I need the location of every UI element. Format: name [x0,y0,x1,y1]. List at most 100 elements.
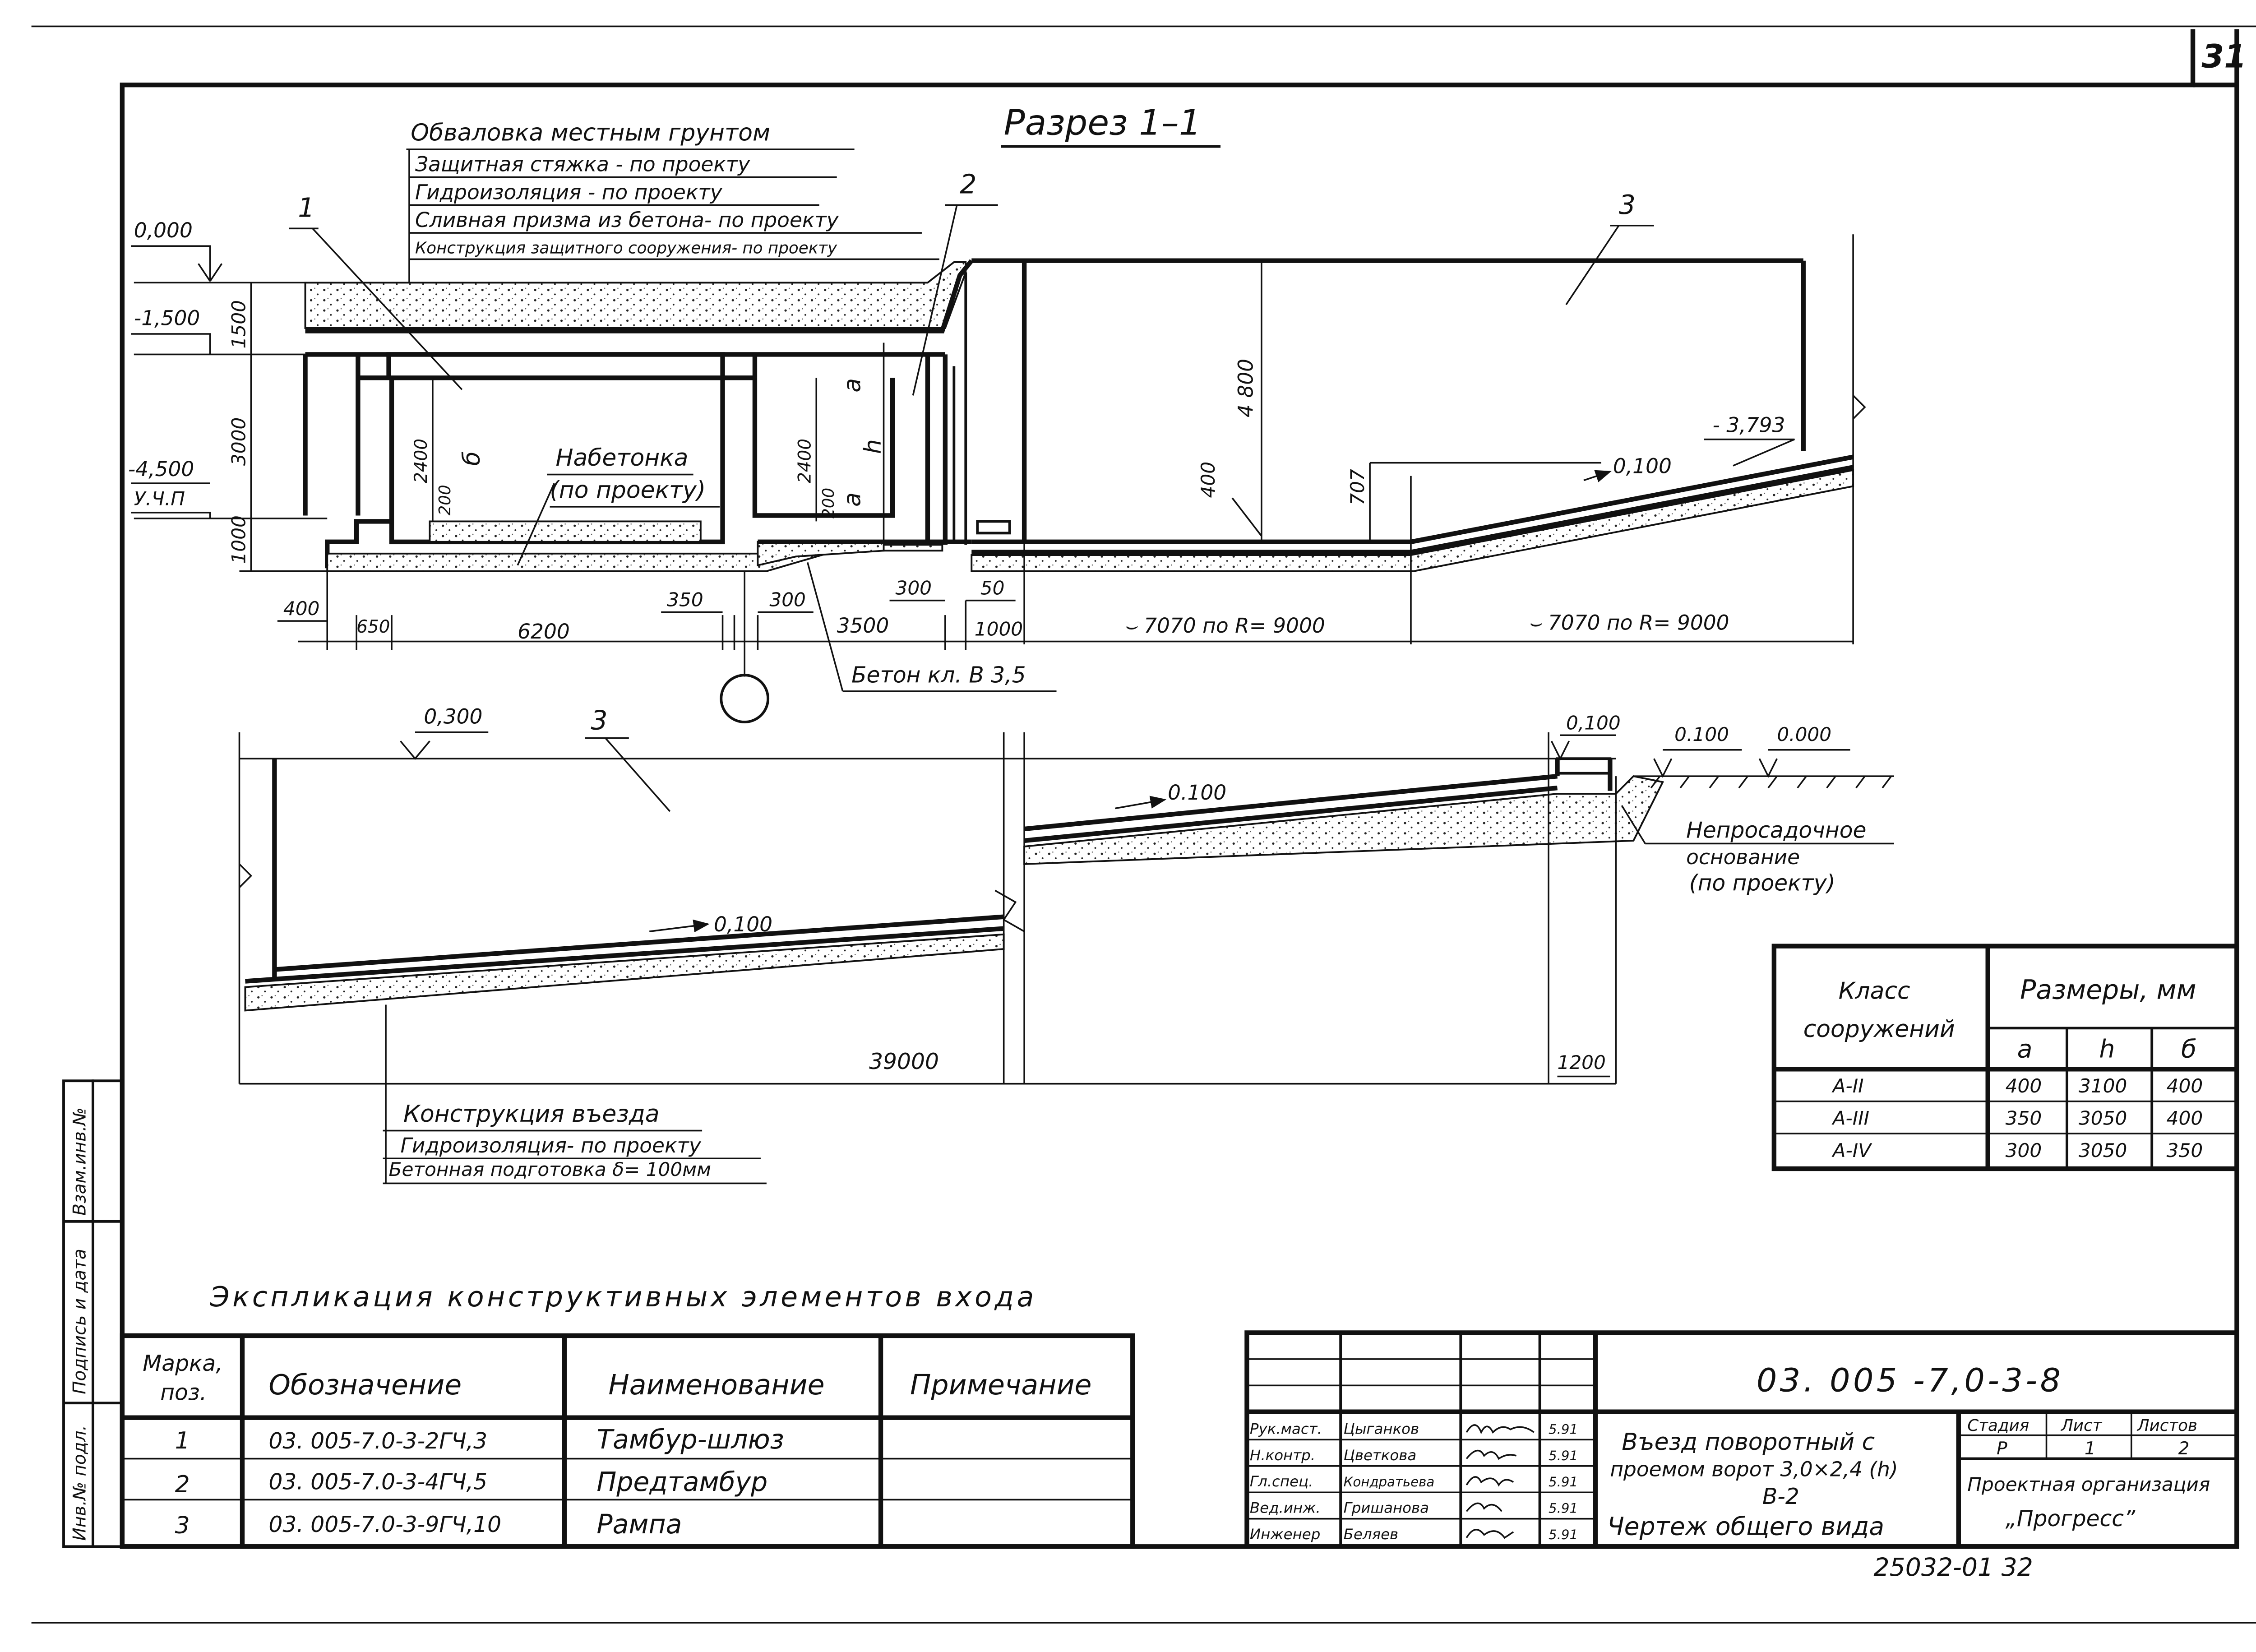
sheets-label: Листов [2136,1416,2197,1435]
exp-head-des: Обозначение [268,1369,462,1401]
layer-3: Сливная призма из бетона- по проекту [415,208,839,232]
dim-arc-2: ⌣ 7070 по R= 9000 [1528,611,1729,635]
entry-item-1: Гидроизоляция- по проекту [401,1134,702,1157]
title-l4: Чертеж общего вида [1607,1512,1884,1541]
signer-role-5: Инженер [1250,1526,1320,1543]
sizes-head: Размеры, мм [2020,974,2196,1005]
class-head-2: сооружений [1803,1016,1955,1043]
stamp-sign: Подпись и дата [70,1249,90,1394]
exp-head-name: Наименование [608,1369,824,1401]
dim-h: h [860,439,887,454]
entry-callout: Конструкция въезда Гидроизоляция- по про… [383,1004,767,1185]
signer-role-4: Вед.инж. [1250,1499,1321,1517]
slope-3: 0,100 [714,912,772,936]
dim-39000: 39000 [869,1049,939,1074]
signer-name-3: Кондратьева [1344,1474,1435,1490]
entry-item-2: Бетонная подготовка δ= 100мм [389,1158,711,1180]
footer-code: 25032-01 32 [1874,1553,2033,1582]
dim-3500: 3500 [837,614,889,638]
title-block: 03. 005 -7,0-3-8 Въезд поворотный с прое… [1244,1330,2239,1549]
exp-mark-2: 2 [175,1471,190,1498]
row-cls-1: А-II [1831,1075,1864,1097]
dim-1200: 1200 [1558,1051,1606,1074]
dim-a-top: а [839,378,866,393]
layer-2: Гидроизоляция - по проекту [415,180,723,204]
entry-title: Конструкция въезда [403,1101,660,1128]
col-b: б [2181,1035,2196,1064]
top-h-dims: 400 650 6200 350 300 3500 300 50 1000 ⌣ … [277,562,1854,692]
nabetonka-2: (по проекту) [550,477,706,504]
dim-2400-a: 2400 [411,439,431,483]
elev-1: -1,500 [134,306,200,330]
dim-350: 350 [667,589,703,611]
doc-code: 03. 005 -7,0-3-8 [1757,1361,2064,1399]
pos-3b: 3 [591,705,607,736]
signer-name-1: Цыганков [1344,1420,1419,1437]
dim-b-label: б [458,451,485,466]
sheet-value: 1 [2085,1439,2096,1459]
stamp-inv: Инв.№ подл. [70,1425,90,1541]
signer-role-1: Рук.маст. [1250,1420,1322,1437]
left-elevations: 0,000 -1,500 -4,500 У.Ч.П 1500 3000 1000 [128,218,328,572]
base-note-1: Непросадочное [1686,818,1866,843]
slope-1: 0,100 [1613,454,1672,478]
row-cls-2: А-III [1831,1107,1869,1129]
dim-2400-b: 2400 [795,439,815,483]
row-a-3: 300 [2006,1139,2042,1161]
exp-des-2: 03. 005-7.0-3-4ГЧ,5 [268,1470,487,1495]
signer-name-2: Цветкова [1344,1447,1417,1464]
class-table: Класс сооружений Размеры, мм а h б А-II … [1771,944,2239,1171]
dim-4800: 4 800 [1234,359,1257,417]
pos-3: 3 [1619,190,1636,220]
exp-head-mark-1: Марка, [143,1351,222,1376]
row-b-3: 350 [2167,1139,2203,1161]
elev-0: 0,000 [134,218,193,242]
dim-707: 707 [1346,469,1368,505]
layer-1: Защитная стяжка - по проекту [415,153,750,176]
exp-mark-1: 1 [175,1427,190,1454]
elev-0100b: 0.100 [1674,723,1729,745]
ramp-section: 39000 1200 [238,732,1894,1085]
stage-value: Р [1997,1439,2007,1459]
exp-des-3: 03. 005-7.0-3-9ГЧ,10 [268,1512,501,1537]
dim-v-1000: 1000 [227,515,250,564]
dim-arc-1: ⌣ 7070 по R= 9000 [1124,614,1325,638]
sheet-label: Лист [2060,1416,2103,1435]
elev-uchp: У.Ч.П [134,488,185,510]
pos-1: 1 [298,192,314,223]
beton-note: Бетон кл. В 3,5 [851,662,1026,688]
title-l2: проемом ворот 3,0×2,4 (h) [1610,1458,1898,1481]
signer-name-5: Беляев [1344,1526,1399,1543]
col-a: а [2017,1035,2033,1064]
dim-v-3000: 3000 [227,417,250,466]
sheet-number: 31 [2202,37,2247,75]
row-h-2: 3050 [2079,1107,2127,1129]
exp-head-note: Примечание [910,1369,1092,1401]
pos-2: 2 [960,169,976,199]
elev-2: -4,500 [128,457,194,481]
signer-name-4: Гришанова [1344,1499,1429,1517]
layers-callout: Обваловка местным грунтом Защитная стяжк… [406,120,939,284]
signer-date-1: 5.91 [1549,1421,1578,1437]
row-h-3: 3050 [2079,1139,2127,1161]
explication-title: Экспликация конструктивных элементов вхо… [210,1281,1037,1313]
dim-200-b: 200 [819,488,838,518]
dim-50: 50 [980,577,1005,599]
elev-0100a: 0,100 [1566,712,1621,734]
exp-des-1: 03. 005-7.0-3-2ГЧ,3 [268,1429,487,1454]
dim-400-v: 400 [1197,462,1219,498]
signer-date-5: 5.91 [1549,1527,1578,1542]
side-stamp: Инв.№ подл. Подпись и дата Взам.инв.№ [62,1079,124,1548]
stage-label: Стадия [1967,1416,2029,1435]
elev-0300: 0,300 [424,704,482,728]
row-h-1: 3100 [2079,1075,2127,1097]
row-a-1: 400 [2006,1075,2042,1097]
exp-name-3: Рампа [596,1509,682,1540]
elev-3793: - 3,793 [1713,413,1785,437]
exp-head-mark-2: поз. [160,1380,207,1406]
signer-date-4: 5.91 [1549,1501,1578,1516]
dim-300-b: 300 [896,577,932,599]
signer-role-2: Н.контр. [1250,1447,1315,1464]
dim-400-h: 400 [283,597,320,620]
